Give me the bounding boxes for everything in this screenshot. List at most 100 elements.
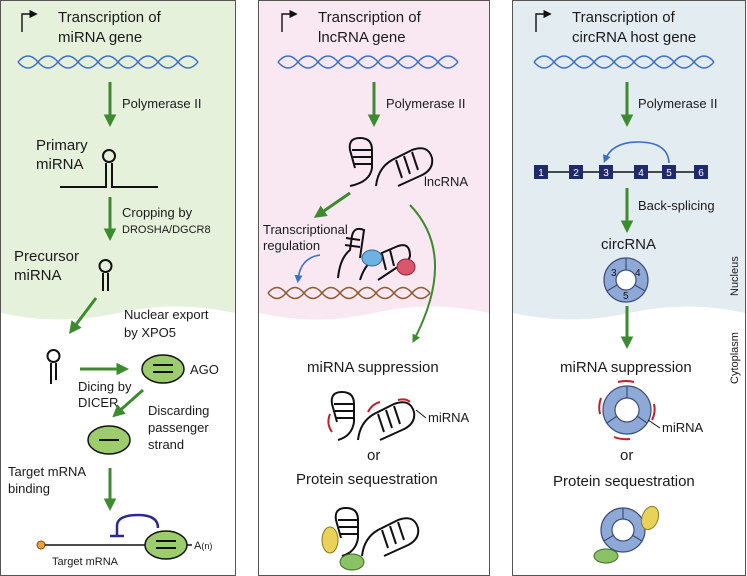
primary-mirna-hairpin-icon (60, 149, 158, 188)
protein-green-icon (339, 553, 365, 571)
protein-blue-icon (361, 249, 383, 267)
precursor-mirna-hairpin-icon (98, 259, 113, 291)
title-line2: miRNA gene (58, 29, 142, 46)
dna-helix-icon (17, 55, 199, 69)
target-line1: Target mRNA (8, 464, 86, 479)
export-line1: Nuclear export (124, 307, 209, 322)
exon-number: 4 (638, 168, 644, 179)
or-label: or (367, 447, 380, 464)
title-line2: circRNA host gene (572, 29, 696, 46)
ago-duplex-icon (141, 354, 185, 384)
pol2-label: Polymerase II (638, 96, 717, 111)
exon-number: 3 (603, 168, 609, 179)
exon-number: 6 (698, 168, 704, 179)
protein-yellow-icon (321, 526, 339, 554)
primary-line2: miRNA (36, 156, 84, 173)
lncrna-structure-icon (348, 136, 434, 187)
title-line1: Transcription of (318, 9, 422, 26)
mirna-red-marks-icon (327, 398, 411, 433)
ago-single-strand-icon (87, 425, 131, 455)
exon-box (662, 165, 676, 179)
circrna-protein-complex-icon (600, 507, 646, 553)
title-line1: Transcription of (572, 9, 676, 26)
exon-box (569, 165, 583, 179)
mirna-label: miRNA (428, 410, 469, 425)
protein-yellow-icon (640, 505, 660, 531)
exon-number: 5 (666, 168, 672, 179)
mirna-leader-line (647, 419, 661, 429)
target-line2: binding (8, 481, 50, 496)
polya-label: A(n) (194, 540, 212, 552)
transcriptional-line1: Transcriptional (263, 222, 348, 237)
discard-line1: Discarding (148, 403, 209, 418)
panel-lncrna: Transcription of lncRNA gene Polymerase … (258, 0, 490, 576)
arrow-to-cytoplasm (409, 204, 437, 343)
exon-number: 1 (538, 168, 544, 179)
nucleus-label: Nucleus (729, 256, 741, 296)
transcriptional-line2: regulation (263, 238, 320, 253)
exon-row: 1 2 3 4 5 6 (534, 165, 708, 179)
pol2-label: Polymerase II (386, 96, 465, 111)
blue-curved-arrow-icon (294, 254, 321, 284)
discard-line2: passenger (148, 420, 209, 435)
arrow-export (68, 297, 98, 335)
dna-helix-icon (533, 55, 715, 69)
protein-pink-icon (396, 258, 416, 276)
lncrna-sponge-icon (330, 390, 416, 441)
protein-green-icon (593, 548, 619, 564)
ring-exon-number: 4 (635, 268, 641, 279)
cytoplasm-label: Cytoplasm (729, 332, 741, 384)
mirna-label: miRNA (662, 420, 703, 435)
mirna-suppression-label: miRNA suppression (307, 359, 439, 376)
nucleus-region (513, 1, 745, 320)
dicing-line2: DICER (78, 395, 118, 410)
ring-exon-number: 5 (623, 291, 629, 302)
precursor-line1: Precursor (14, 248, 79, 265)
polya-n: (n) (201, 541, 212, 551)
dna-brown-helix-icon (267, 286, 431, 300)
cropping-line1: Cropping by (122, 205, 193, 220)
cytoplasm-hairpin-icon (46, 349, 61, 384)
lncrna-label: lncRNA (424, 174, 468, 189)
exon-box (634, 165, 648, 179)
backsplicing-label: Back-splicing (638, 198, 715, 213)
mirna-suppression-label: miRNA suppression (560, 359, 692, 376)
target-mrna-icon (36, 513, 192, 560)
nucleus-region (259, 1, 489, 320)
arrow-transcriptional (313, 191, 351, 218)
promoter-arrow-icon (281, 9, 298, 32)
dna-helix-icon (277, 55, 459, 69)
ago-label: AGO (190, 362, 219, 377)
exon-number: 2 (573, 168, 579, 179)
ring-exon-number: 3 (611, 268, 617, 279)
cropping-line2: DROSHA/DGCR8 (122, 224, 211, 236)
polya-a: A (194, 540, 202, 552)
exon-box (694, 165, 708, 179)
discard-line3: strand (148, 437, 184, 452)
circrna-sponge-icon (602, 385, 652, 435)
arrow-discard (112, 388, 144, 418)
mirna-leader-line (415, 409, 427, 419)
circrna-ring-icon: 3 4 5 (603, 257, 649, 303)
precursor-line2: miRNA (14, 267, 62, 284)
circrna-label: circRNA (601, 236, 656, 253)
exon-box (534, 165, 548, 179)
protein-sequestration-label: Protein sequestration (296, 471, 438, 488)
title-line1: Transcription of (58, 9, 162, 26)
pol2-label: Polymerase II (122, 96, 201, 111)
dicing-line1: Dicing by (78, 379, 132, 394)
promoter-arrow-icon (21, 9, 38, 32)
or-label: or (620, 447, 633, 464)
target-mrna-label: Target mRNA (52, 556, 119, 568)
panel-mirna: Transcription of miRNA gene Polymerase I… (0, 0, 236, 576)
exon-box (599, 165, 613, 179)
repression-bar-icon (115, 513, 160, 536)
mirna-red-marks-icon (598, 380, 656, 441)
promoter-arrow-icon (535, 9, 552, 32)
export-line2: by XPO5 (124, 325, 176, 340)
panel-circrna: Transcription of circRNA host gene Polym… (512, 0, 746, 576)
title-line2: lncRNA gene (318, 29, 406, 46)
nucleus-region (1, 1, 235, 320)
backsplice-arc-icon (603, 141, 670, 164)
